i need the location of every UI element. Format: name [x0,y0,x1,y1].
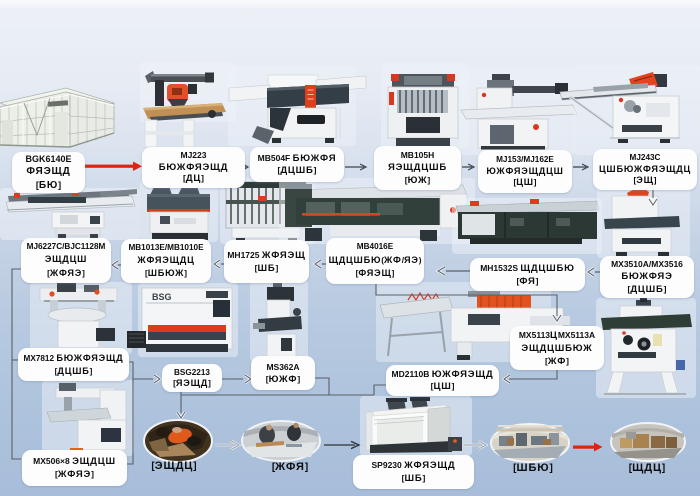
svg-text:BSG: BSG [152,292,172,302]
